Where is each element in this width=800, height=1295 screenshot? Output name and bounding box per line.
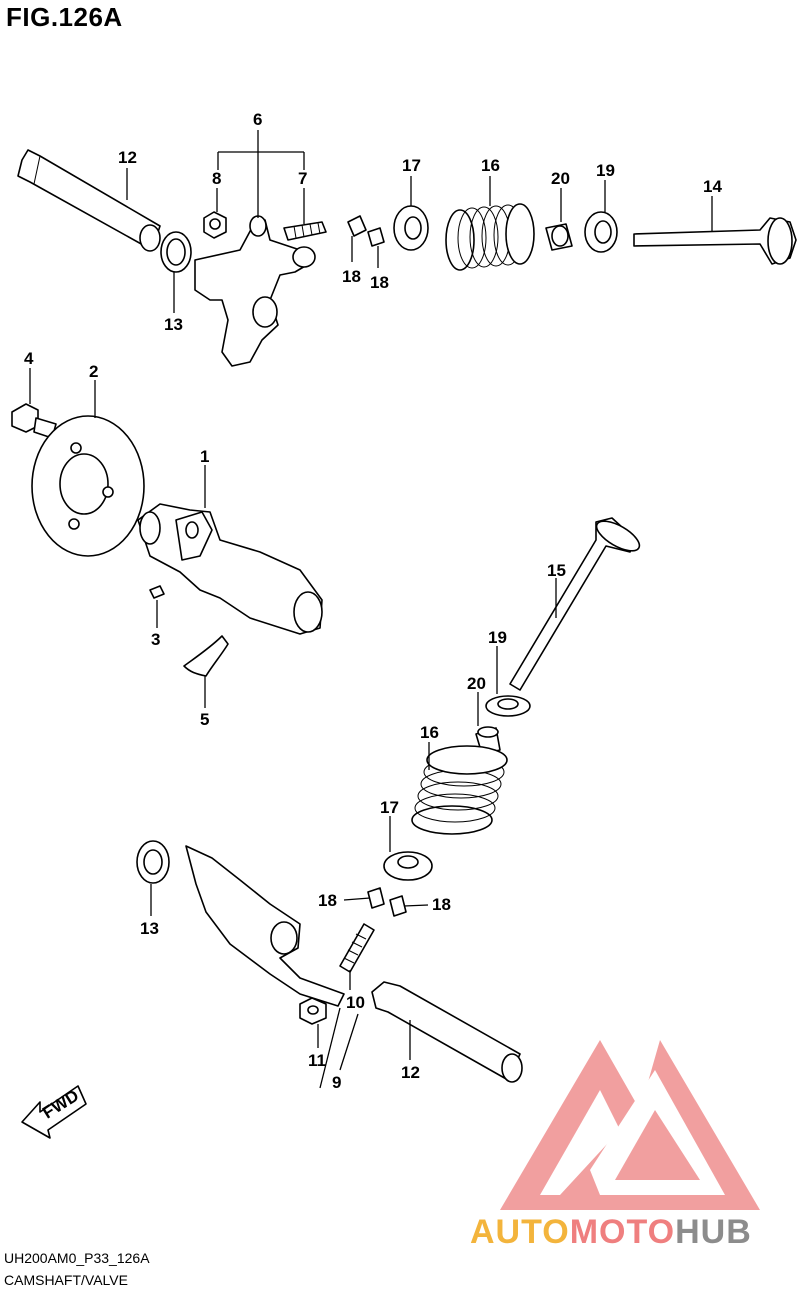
valve-stem-seal-20-top	[545, 223, 573, 251]
callout-13-bottom: 13	[140, 919, 159, 938]
lock-nut-11	[299, 997, 327, 1025]
callout-18-bottom-2: 18	[432, 895, 451, 914]
callout-12-bottom: 12	[401, 1063, 420, 1082]
washer-13-bottom	[136, 840, 170, 884]
callout-19-bottom: 19	[488, 628, 507, 647]
callout-10: 10	[346, 993, 365, 1012]
adjusting-screw-7	[283, 221, 327, 241]
valve-cotter-top-1	[347, 215, 367, 237]
valve-cotter-bottom-2	[389, 895, 407, 917]
brand-hub: HUB	[675, 1213, 752, 1251]
callout-17-bottom: 17	[380, 798, 399, 817]
diagram-caption: CAMSHAFT/VALVE	[4, 1272, 128, 1288]
callout-5: 5	[200, 710, 209, 729]
watermark-brand: AUTOMOTOHUB	[470, 1213, 752, 1252]
figure-title: FIG.126A	[6, 2, 123, 32]
retaining-ring-5	[183, 635, 229, 677]
watermark-logo	[500, 1040, 760, 1210]
rocker-arm-bottom	[185, 845, 345, 1007]
callout-16-top: 16	[481, 156, 500, 175]
callout-18-top-1: 18	[342, 267, 361, 286]
valve-spring-16-bottom	[411, 745, 508, 835]
intake-valve-14	[633, 217, 797, 265]
valve-cotter-bottom-1	[367, 887, 385, 909]
exhaust-valve-15	[509, 517, 641, 691]
callout-6: 6	[253, 110, 262, 129]
callout-7: 7	[298, 169, 307, 188]
callout-11: 11	[308, 1051, 326, 1070]
spring-retainer-19-top	[584, 211, 618, 253]
washer-13-top	[160, 231, 192, 273]
callout-17-top: 17	[402, 156, 421, 175]
callout-1: 1	[200, 447, 209, 466]
callout-8: 8	[212, 169, 221, 188]
diagram-code: UH200AM0_P33_126A	[4, 1250, 150, 1266]
callout-20-top: 20	[551, 169, 570, 188]
callout-9: 9	[332, 1073, 341, 1092]
lock-nut-8	[203, 211, 227, 239]
spring-seat-17-bottom	[383, 851, 433, 881]
leader-lines	[29, 130, 713, 1089]
rocker-shaft-top	[17, 149, 161, 252]
adjusting-screw-10	[339, 923, 375, 973]
rocker-arm-top	[194, 215, 316, 367]
callout-12-top: 12	[118, 148, 137, 167]
callout-4: 4	[24, 349, 34, 368]
callout-3: 3	[151, 630, 160, 649]
callout-18-top-2: 18	[370, 273, 389, 292]
valve-spring-16-top	[445, 203, 535, 271]
brand-auto: AUTO	[470, 1213, 570, 1251]
callout-20-bottom: 20	[467, 674, 486, 693]
callout-18-bottom-1: 18	[318, 891, 337, 910]
cam-sprocket-2	[31, 415, 145, 557]
spring-retainer-19-bottom	[485, 695, 531, 717]
spring-seat-17-top	[393, 205, 429, 251]
camshaft-1	[137, 503, 323, 635]
callout-14: 14	[703, 177, 722, 196]
callout-2: 2	[89, 362, 98, 381]
brand-moto: MOTO	[569, 1213, 676, 1251]
dowel-pin-3	[149, 585, 165, 599]
callout-16-bottom: 16	[420, 723, 439, 742]
rocker-shaft-bottom	[371, 981, 523, 1083]
forward-arrow-icon	[21, 1085, 87, 1139]
callout-19-top: 19	[596, 161, 615, 180]
callout-13-top: 13	[164, 315, 183, 334]
callout-15: 15	[547, 561, 566, 580]
cam-sprocket-bolt-4	[11, 403, 57, 439]
valve-cotter-top-2	[367, 227, 385, 247]
